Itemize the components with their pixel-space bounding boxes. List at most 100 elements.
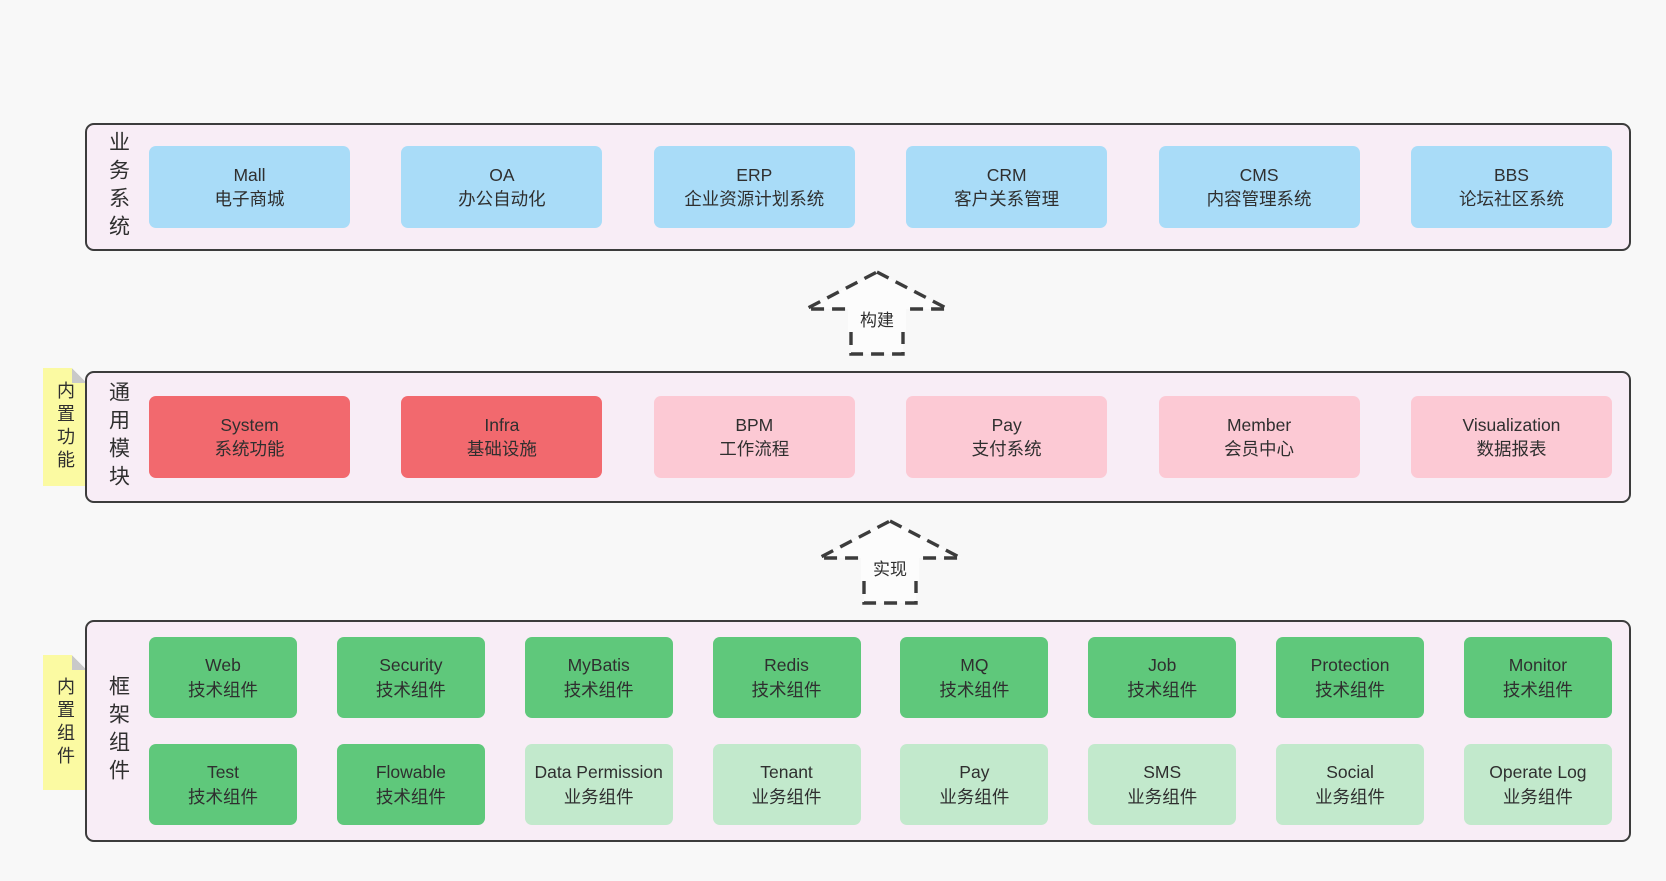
box-title: Flowable xyxy=(375,762,446,783)
box-title: Mall xyxy=(233,164,266,185)
box-subtitle: 技术组件 xyxy=(1315,679,1386,700)
box-social: Social 业务组件 xyxy=(1276,744,1425,825)
box-operate-log: Operate Log 业务组件 xyxy=(1463,744,1612,825)
box-bpm: BPM 工作流程 xyxy=(653,396,855,478)
box-subtitle: 技术组件 xyxy=(751,679,822,700)
section-common-modules: 通用模块 System 系统功能 Infra 基础设施 BPM 工作流程 Pay… xyxy=(85,371,1631,503)
arrow-implement-up: 实现 xyxy=(818,519,962,605)
box-title: Test xyxy=(206,762,240,783)
box-subtitle: 技术组件 xyxy=(1127,679,1198,700)
section-label-modules: 通用模块 xyxy=(87,373,149,501)
box-subtitle: 技术组件 xyxy=(188,786,258,807)
arrow-implement-label: 实现 xyxy=(873,560,907,579)
box-title: Monitor xyxy=(1508,655,1568,676)
box-job: Job 技术组件 xyxy=(1088,637,1237,718)
box-test: Test 技术组件 xyxy=(149,744,297,825)
section-label-text: 框架组件 xyxy=(106,675,130,787)
box-title: Operate Log xyxy=(1489,762,1587,783)
box-subtitle: 技术组件 xyxy=(563,679,634,700)
box-title: Tenant xyxy=(760,762,813,783)
box-subtitle: 会员中心 xyxy=(1224,439,1295,459)
arrow-build-label: 构建 xyxy=(860,311,894,330)
business-box-row: Mall 电子商城 OA 办公自动化 ERP 企业资源计划系统 CRM 客户关系… xyxy=(149,125,1629,249)
box-subtitle: 技术组件 xyxy=(939,679,1010,700)
box-subtitle: 技术组件 xyxy=(188,679,258,700)
box-mall: Mall 电子商城 xyxy=(149,146,350,228)
box-subtitle: 技术组件 xyxy=(1502,679,1573,700)
box-protection: Protection 技术组件 xyxy=(1276,637,1425,718)
box-member: Member 会员中心 xyxy=(1158,396,1360,478)
box-bbs: BBS 论坛社区系统 xyxy=(1410,146,1612,228)
box-subtitle: 业务组件 xyxy=(563,786,634,807)
box-title: Social xyxy=(1326,762,1374,783)
box-flowable: Flowable 技术组件 xyxy=(336,744,485,825)
box-subtitle: 工作流程 xyxy=(719,439,790,459)
box-subtitle: 系统功能 xyxy=(214,439,285,459)
section-label-business: 业务系统 xyxy=(87,125,149,249)
box-subtitle: 电子商城 xyxy=(214,189,285,209)
box-erp: ERP 企业资源计划系统 xyxy=(653,146,855,228)
box-title: SMS xyxy=(1143,762,1182,783)
box-pay: Pay 支付系统 xyxy=(906,396,1108,478)
sticky-label-builtin-features: 内置功能 xyxy=(55,381,75,473)
box-web: Web 技术组件 xyxy=(149,637,297,718)
section-label-text: 通用模块 xyxy=(106,381,130,493)
box-redis: Redis 技术组件 xyxy=(712,637,861,718)
box-title: Redis xyxy=(764,655,809,676)
box-title: Infra xyxy=(484,414,520,435)
box-subtitle: 技术组件 xyxy=(375,679,446,700)
box-title: MQ xyxy=(960,655,989,676)
box-visualization: Visualization 数据报表 xyxy=(1410,396,1612,478)
box-title: Protection xyxy=(1310,655,1390,676)
box-subtitle: 业务组件 xyxy=(1315,786,1386,807)
box-sms: SMS 业务组件 xyxy=(1088,744,1237,825)
modules-box-row: System 系统功能 Infra 基础设施 BPM 工作流程 Pay 支付系统… xyxy=(149,373,1629,501)
box-title: OA xyxy=(489,164,515,185)
section-label-text: 业务系统 xyxy=(106,131,130,243)
box-system: System 系统功能 xyxy=(149,396,350,478)
arrow-build-up: 构建 xyxy=(805,270,949,356)
box-title: Job xyxy=(1148,655,1177,676)
sticky-note-builtin-features: 内置功能 xyxy=(43,368,87,486)
folded-corner-icon xyxy=(72,368,87,383)
box-title: Pay xyxy=(991,414,1022,435)
arrow-label-bg xyxy=(848,304,906,332)
box-title: MyBatis xyxy=(567,655,630,676)
box-title: BBS xyxy=(1493,164,1529,185)
box-title: Pay xyxy=(959,762,990,783)
box-security: Security 技术组件 xyxy=(336,637,485,718)
sticky-label-builtin-components: 内置组件 xyxy=(55,676,75,769)
box-subtitle: 技术组件 xyxy=(375,786,446,807)
box-subtitle: 内容管理系统 xyxy=(1206,189,1312,209)
section-business-systems: 业务系统 Mall 电子商城 OA 办公自动化 ERP 企业资源计划系统 CRM… xyxy=(85,123,1631,251)
box-subtitle: 论坛社区系统 xyxy=(1458,189,1564,209)
box-subtitle: 业务组件 xyxy=(939,786,1010,807)
box-data-permission: Data Permission 业务组件 xyxy=(524,744,673,825)
box-title: Security xyxy=(379,655,443,676)
box-subtitle: 业务组件 xyxy=(1127,786,1198,807)
box-title: ERP xyxy=(736,164,773,185)
box-tenant: Tenant 业务组件 xyxy=(712,744,861,825)
box-title: Visualization xyxy=(1462,414,1561,435)
box-title: Member xyxy=(1226,414,1292,435)
box-mybatis: MyBatis 技术组件 xyxy=(524,637,673,718)
box-title: Web xyxy=(205,655,241,676)
folded-corner-icon xyxy=(72,655,87,670)
box-subtitle: 支付系统 xyxy=(971,439,1042,459)
box-mq: MQ 技术组件 xyxy=(900,637,1049,718)
box-subtitle: 基础设施 xyxy=(466,439,537,459)
arrow-label-bg xyxy=(861,553,919,581)
box-subtitle: 企业资源计划系统 xyxy=(684,189,825,209)
box-subtitle: 客户关系管理 xyxy=(954,189,1060,209)
framework-grid: Web 技术组件 Security 技术组件 MyBatis 技术组件 Redi… xyxy=(149,622,1629,840)
box-title: Data Permission xyxy=(534,762,663,783)
box-oa: OA 办公自动化 xyxy=(401,146,603,228)
box-title: CRM xyxy=(986,164,1027,185)
box-crm: CRM 客户关系管理 xyxy=(906,146,1108,228)
box-monitor: Monitor 技术组件 xyxy=(1463,637,1612,718)
box-cms: CMS 内容管理系统 xyxy=(1158,146,1360,228)
box-subtitle: 业务组件 xyxy=(1502,786,1573,807)
framework-row-2: Test 技术组件 Flowable 技术组件 Data Permission … xyxy=(149,744,1612,825)
section-framework-components: 框架组件 Web 技术组件 Security 技术组件 MyBatis 技术组件… xyxy=(85,620,1631,842)
framework-row-1: Web 技术组件 Security 技术组件 MyBatis 技术组件 Redi… xyxy=(149,637,1612,718)
